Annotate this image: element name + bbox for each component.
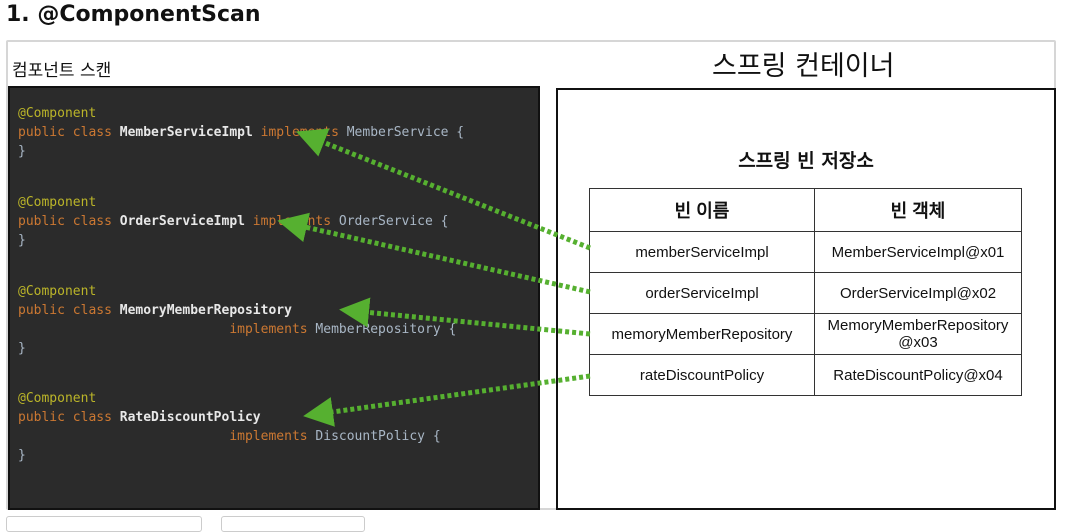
bean-object-cell: RateDiscountPolicy@x04 xyxy=(814,354,1022,396)
bean-object-cell: MemoryMemberRepository @x03 xyxy=(814,313,1022,355)
keyword: public class xyxy=(18,303,120,318)
page-title: 1. @ComponentScan xyxy=(6,2,261,27)
bottom-tab[interactable] xyxy=(6,516,202,532)
spring-container-label: 스프링 컨테이너 xyxy=(712,51,895,82)
keyword: public class xyxy=(18,410,120,425)
bottom-tab[interactable] xyxy=(221,516,365,532)
table-row: rateDiscountPolicy RateDiscountPolicy@x0… xyxy=(589,354,1022,396)
component-scan-label: 컴포넌트 스캔 xyxy=(12,61,112,81)
bean-object-cell: OrderServiceImpl@x02 xyxy=(814,272,1022,314)
code-block-order-service: @Component public class OrderServiceImpl… xyxy=(18,193,448,250)
arrow-order-service xyxy=(277,212,591,295)
interface-name: MemberService { xyxy=(346,125,465,140)
bean-name-cell: memberServiceImpl xyxy=(589,231,815,273)
closing-brace: } xyxy=(18,144,26,159)
interface-name: DiscountPolicy { xyxy=(315,429,441,444)
bean-repository-title: 스프링 빈 저장소 xyxy=(738,150,874,172)
class-name: RateDiscountPolicy xyxy=(119,410,261,425)
closing-brace: } xyxy=(18,448,26,463)
annotation: @Component xyxy=(18,391,97,406)
header-bean-object: 빈 객체 xyxy=(814,188,1022,232)
keyword-implements: implements xyxy=(229,322,316,337)
closing-brace: } xyxy=(18,341,26,356)
arrow-rate-discount xyxy=(303,373,591,427)
keyword: public class xyxy=(18,214,120,229)
bean-table: 빈 이름 빈 객체 memberServiceImpl MemberServic… xyxy=(589,188,1022,396)
table-row: memberServiceImpl MemberServiceImpl@x01 xyxy=(589,231,1022,273)
code-block-rate-discount: @Component public class RateDiscountPoli… xyxy=(18,389,441,465)
closing-brace: } xyxy=(18,233,26,248)
arrow-memory-repository xyxy=(339,297,591,337)
keyword: public class xyxy=(18,125,120,140)
arrow-member-service xyxy=(296,128,591,251)
annotation: @Component xyxy=(18,284,97,299)
class-name: OrderServiceImpl xyxy=(119,214,245,229)
header-bean-name: 빈 이름 xyxy=(589,188,815,232)
class-name: MemberServiceImpl xyxy=(119,125,253,140)
table-row: memoryMemberRepository MemoryMemberRepos… xyxy=(589,313,1022,355)
bean-name-cell: rateDiscountPolicy xyxy=(589,354,815,396)
bean-name-cell: memoryMemberRepository xyxy=(589,313,815,355)
bean-object-cell: MemberServiceImpl@x01 xyxy=(814,231,1022,273)
keyword-implements: implements xyxy=(229,429,316,444)
interface-name: OrderService { xyxy=(338,214,449,229)
bean-name-cell: orderServiceImpl xyxy=(589,272,815,314)
class-name: MemoryMemberRepository xyxy=(119,303,292,318)
table-row: orderServiceImpl OrderServiceImpl@x02 xyxy=(589,272,1022,314)
annotation: @Component xyxy=(18,106,97,121)
code-panel xyxy=(8,86,540,510)
annotation: @Component xyxy=(18,195,97,210)
